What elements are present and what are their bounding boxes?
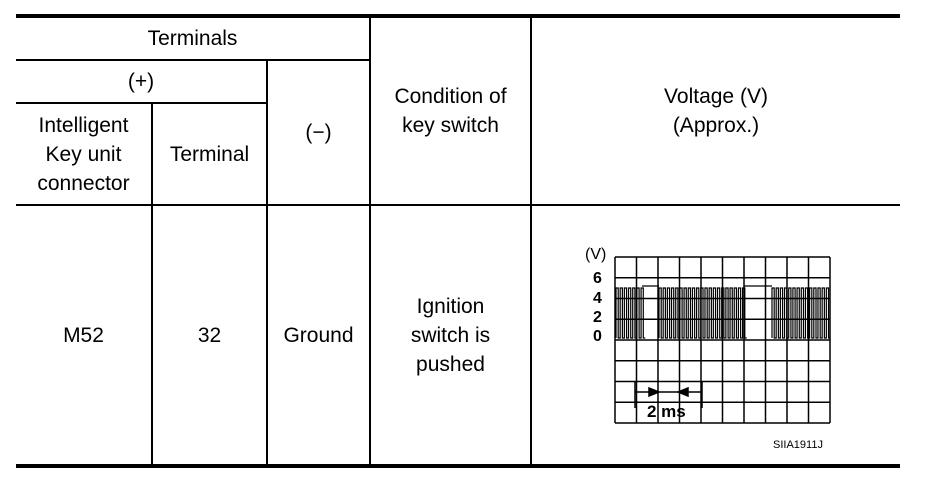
table-bottom-rule [16,464,900,468]
waveform-y-tick-6: 6 [593,270,602,287]
header-terminal: Terminal [153,104,266,204]
header-terminal-label: Terminal [169,142,250,166]
col-divider-1 [151,102,153,466]
header-condition: Condition of key switch [371,18,530,204]
plus-divider [16,102,267,104]
header-plus-label: (+) [127,70,155,93]
cell-terminal: 32 [153,206,266,464]
table-top-rule [16,14,900,18]
header-terminals: Terminals [16,18,369,59]
time-scale-label: 2 ms [647,402,686,421]
cell-condition-line-1: Ignition [416,294,485,318]
cell-condition-line-2: switch is [410,323,491,347]
pulse-waveform [615,285,831,339]
header-condition-line-1: Condition of [394,85,507,108]
waveform-y-tick-4: 4 [593,290,602,307]
waveform-y-tick-0: 0 [593,328,602,345]
header-connector-line-1: Intelligent [38,113,129,137]
cell-connector: M52 [16,206,151,464]
col-divider-3 [369,16,371,466]
header-voltage-line-2: (Approx.) [672,114,760,137]
cell-terminal-value: 32 [197,323,222,347]
header-voltage: Voltage (V) (Approx.) [532,18,900,204]
header-voltage-line-1: Voltage (V) [664,85,768,108]
header-terminals-label: Terminals [147,27,238,50]
header-connector: Intelligent Key unit connector [16,104,151,204]
cell-condition-line-3: pushed [416,352,485,376]
cell-minus: Ground [268,206,369,464]
header-minus: (−) [268,61,369,204]
terminals-divider [16,59,370,61]
header-minus-label: (−) [305,121,332,144]
time-marker-arrow-right [675,386,689,398]
time-marker-arrow-left [648,386,662,398]
header-connector-line-3: connector [37,171,130,195]
col-divider-2 [266,59,268,466]
cell-condition: Ignition switch is pushed [371,206,530,464]
figure-code: SIIA1911J [773,439,823,451]
oscilloscope-trace [614,256,831,424]
header-condition-line-2: key switch [402,114,499,137]
header-plus: (+) [16,61,266,102]
cell-minus-value: Ground [283,323,354,347]
waveform-unit-label: (V) [585,246,607,263]
cell-connector-value: M52 [63,323,104,347]
col-divider-4 [530,16,532,466]
waveform-y-tick-2: 2 [593,309,602,326]
header-body-divider [16,204,900,206]
waveform-figure: (V) 6 4 2 0 2 ms SIIA1911J [532,206,900,464]
header-connector-line-2: Key unit [45,142,122,166]
